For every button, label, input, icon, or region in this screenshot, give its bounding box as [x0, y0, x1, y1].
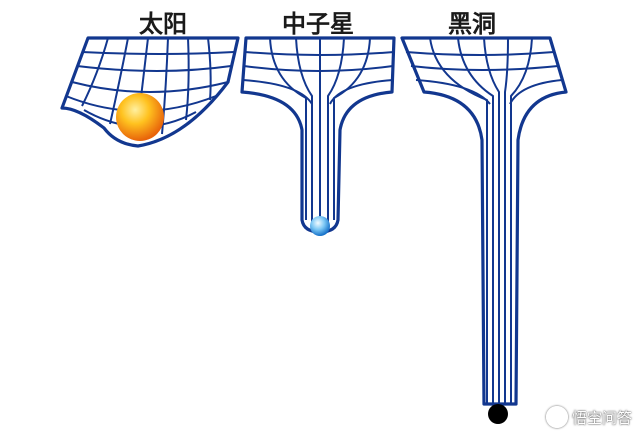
neutron-star-sphere [310, 216, 330, 236]
sun-grid-line [109, 37, 129, 125]
neutron-star-grid-line [295, 37, 313, 222]
sun-grid-line [81, 37, 109, 107]
neutron-star-grid-outline [240, 36, 396, 234]
sun-sphere [116, 93, 164, 141]
neutron-star-grid-line [269, 37, 307, 220]
black-hole-grid-line [483, 37, 500, 404]
neutron-star-grid-line [242, 79, 394, 105]
neutron-star-grid-line [327, 37, 345, 222]
neutron-star-grid [240, 36, 396, 234]
watermark-text: 悟空问答 [571, 408, 632, 427]
black-hole-grid-line [457, 37, 494, 404]
sun-grid-line [81, 51, 235, 55]
black-hole-grid-line [410, 65, 559, 71]
black-hole-grid-line [510, 37, 533, 404]
sun-grid-line [185, 37, 190, 121]
black-hole-title: 黑洞 [448, 10, 496, 38]
sun-grid-line [161, 37, 169, 135]
black-hole-grid [400, 36, 568, 406]
neutron-star-title: 中子星 [282, 10, 354, 38]
black-hole-point [488, 404, 508, 424]
black-hole-grid-line [504, 37, 509, 404]
watermark: 悟空问答 [545, 406, 632, 428]
sun-grid-line [207, 37, 212, 101]
sun-grid-line [76, 65, 232, 72]
black-hole-grid-line [405, 51, 555, 56]
sun-title: 太阳 [139, 10, 187, 38]
black-hole-grid-outline [400, 36, 568, 406]
chat-bubble-icon [545, 406, 568, 428]
black-hole-grid-line [429, 37, 488, 404]
neutron-star-grid-line [333, 37, 371, 220]
